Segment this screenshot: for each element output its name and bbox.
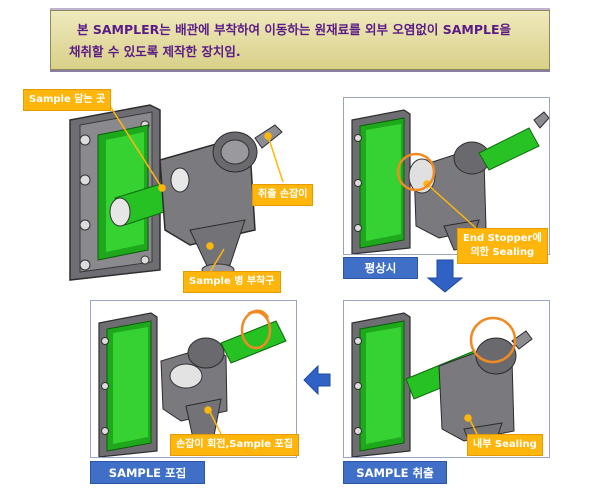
panel-extract-state [343, 300, 550, 458]
flow-arrow-left [303, 364, 331, 396]
description-banner: 본 SAMPLER는 배관에 부착하여 이동하는 원재료를 외부 오염없이 SA… [50, 10, 550, 70]
callout-rotate-collect: 손잡이 회전,Sample 포집 [170, 434, 299, 456]
label-extract-state: SAMPLE 취출 [343, 461, 447, 484]
label-collect-state: SAMPLE 포집 [90, 461, 205, 484]
flow-arrow-down [426, 259, 464, 293]
description-line-2: 채취할 수 있도록 제작한 장치임. [69, 44, 241, 59]
callout-bottle-mount: Sample 병 부착구 [183, 271, 281, 293]
label-normal-state: 평상시 [343, 257, 418, 279]
sampler-extract-illustration [351, 312, 533, 457]
callout-end-stopper: End Stopper에 의한 Sealing [457, 228, 548, 264]
callout-end-stopper-line-1: End Stopper에 [463, 233, 542, 244]
description-line-1: 본 SAMPLER는 배관에 부착하여 이동하는 원재료를 외부 오염없이 SA… [77, 22, 512, 37]
callout-sample-area: Sample 담는 곳 [23, 89, 112, 111]
panel-collect-state [90, 300, 297, 458]
callout-internal-sealing: 내부 Sealing [467, 434, 543, 456]
callout-handle: 취출 손잡이 [252, 184, 314, 206]
callout-end-stopper-line-2: 의한 Sealing [470, 247, 535, 258]
